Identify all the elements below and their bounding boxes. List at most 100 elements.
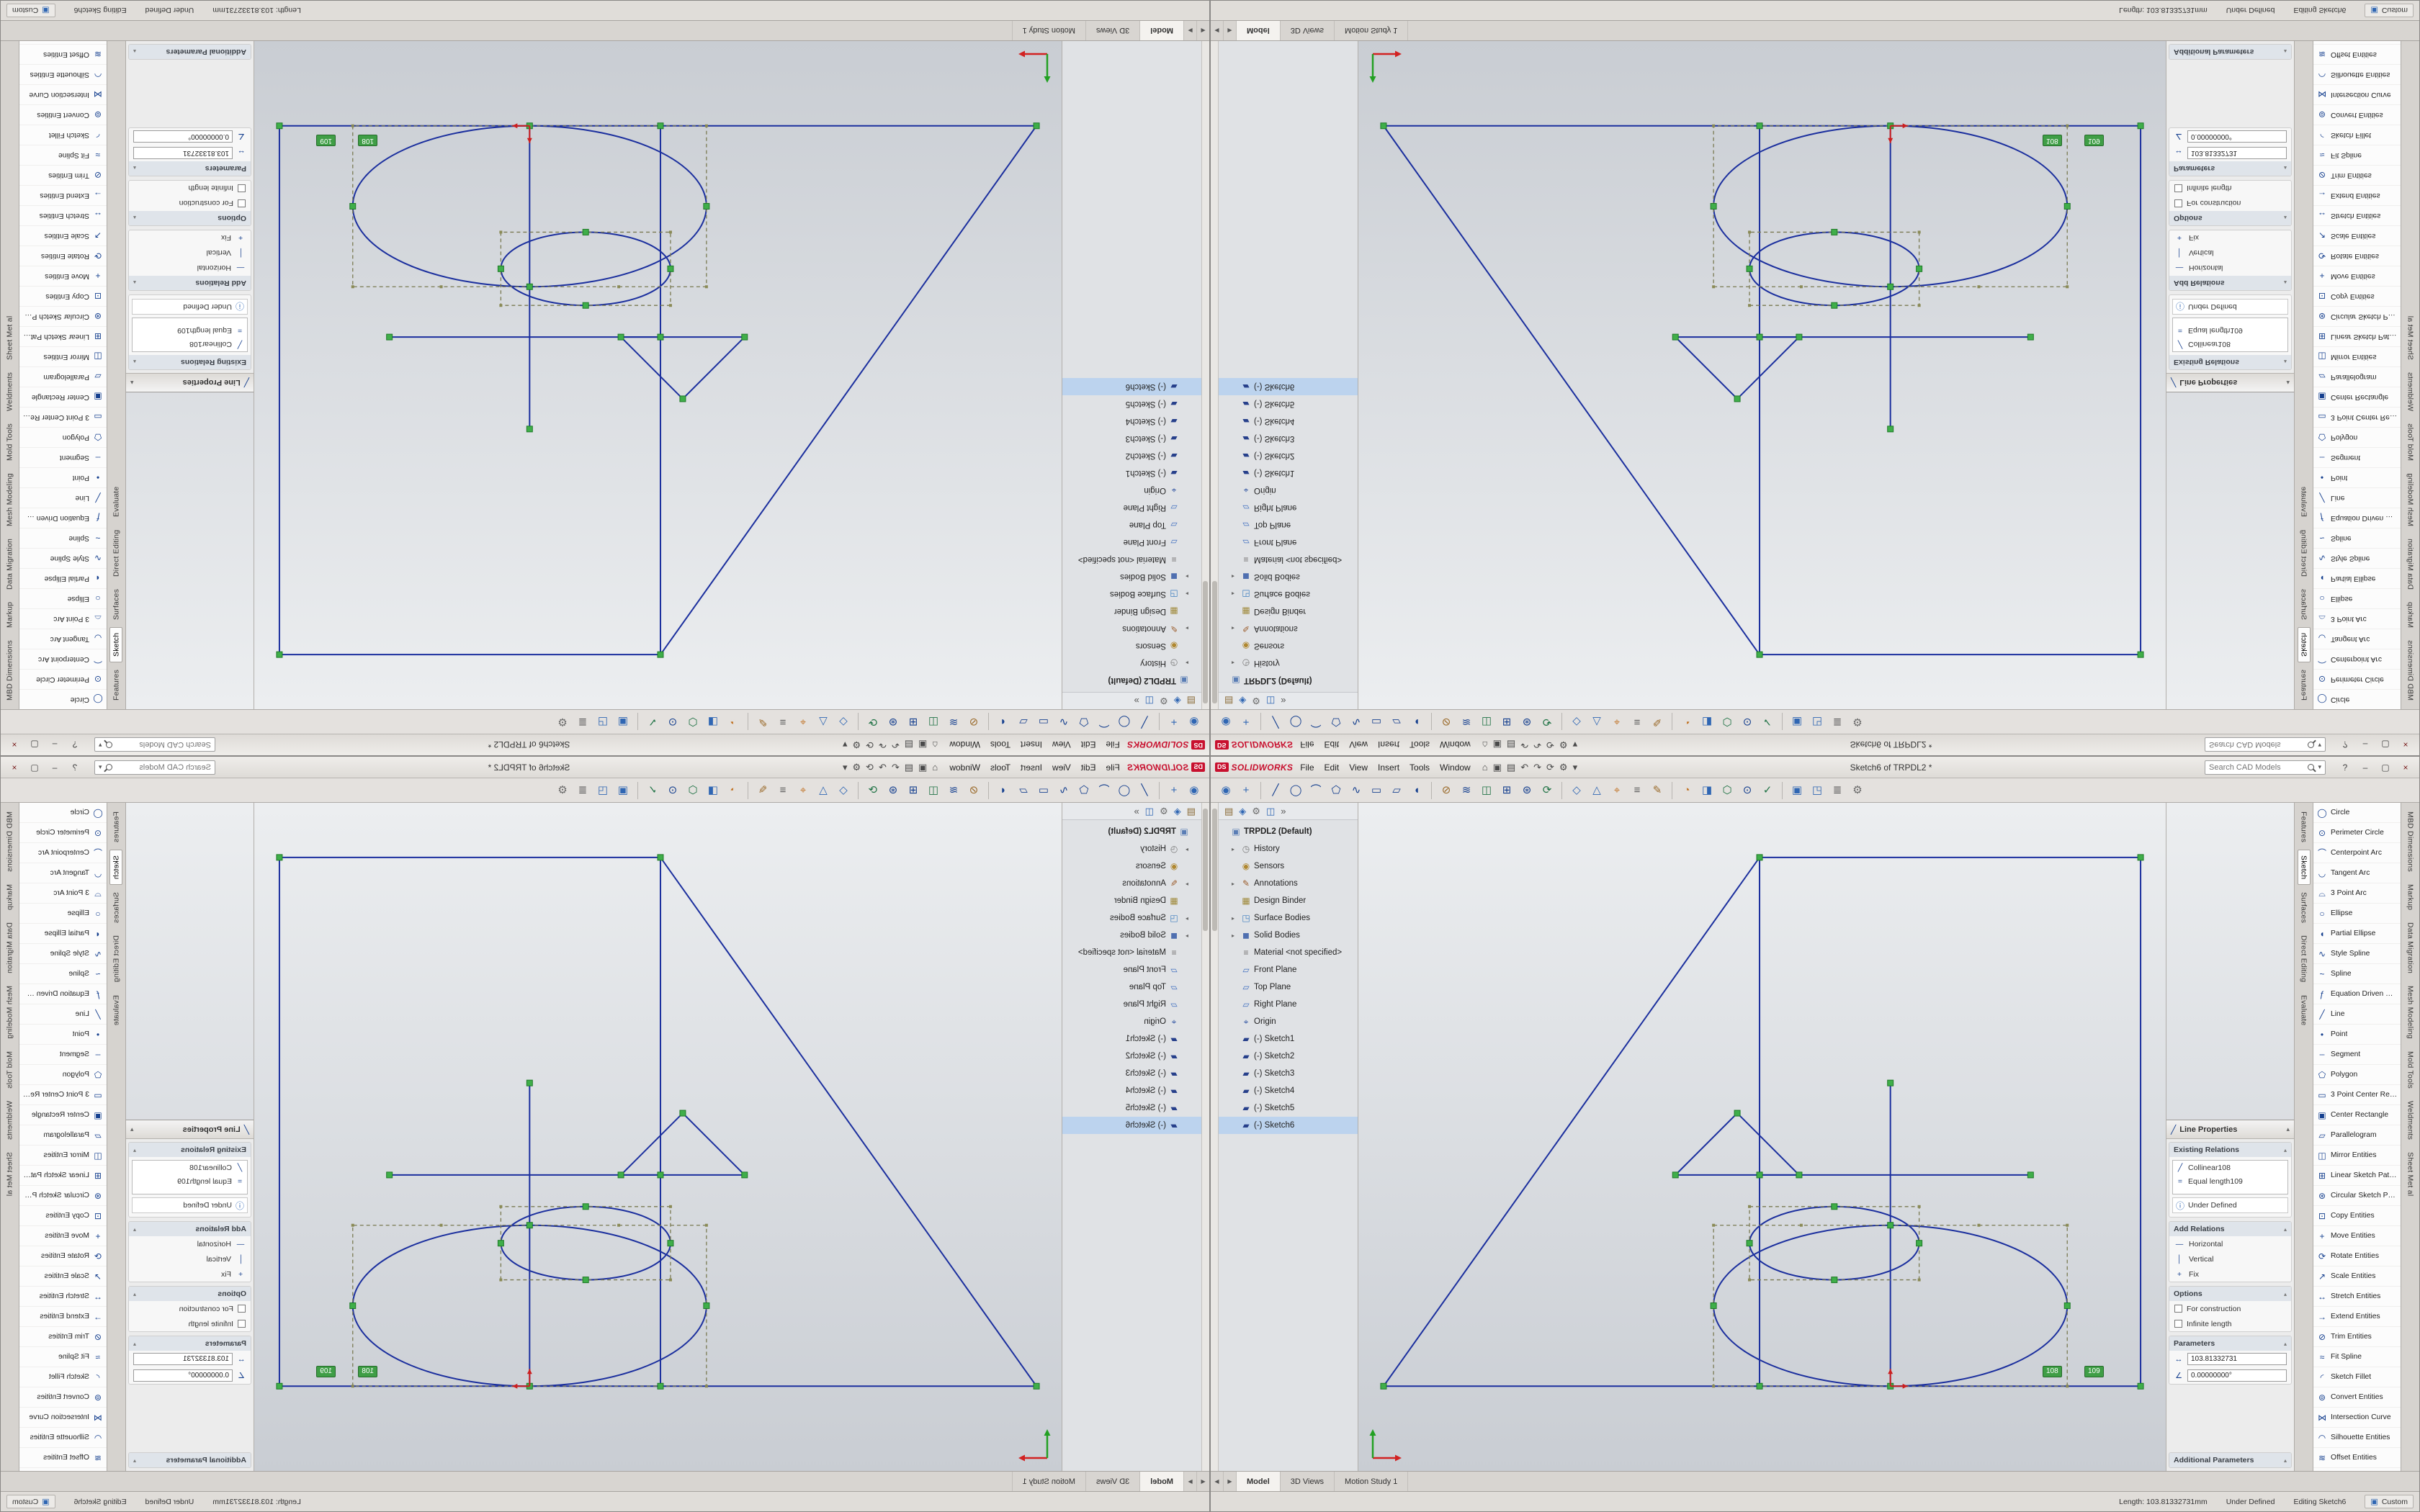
search-box[interactable]: ▾ bbox=[94, 738, 215, 752]
tree-item[interactable]: ▰ (-) Sketch4 bbox=[1062, 413, 1201, 430]
sketch-tool-item[interactable]: ⋈ Intersection Curve bbox=[19, 84, 107, 104]
expand-arrow-icon[interactable]: ▸ bbox=[1232, 660, 1238, 667]
commandmanager-tab[interactable]: Sketch bbox=[2298, 627, 2311, 662]
quick-access-icon[interactable]: ⌂ bbox=[932, 740, 938, 750]
toolbar-icon[interactable] bbox=[1159, 714, 1160, 731]
sketch-tool-item[interactable]: ○ Ellipse bbox=[19, 588, 107, 608]
tree-item[interactable]: ▰ (-) Sketch2 bbox=[1062, 447, 1201, 464]
feature-manager-tab-icon[interactable]: » bbox=[1134, 696, 1139, 706]
tree-item[interactable]: ≡ Material <not specified> bbox=[1062, 944, 1201, 961]
quick-access-icon[interactable]: ↷ bbox=[879, 740, 887, 750]
sketch-tool-item[interactable]: ⟳ Rotate Entities bbox=[2313, 1246, 2401, 1266]
minimize-button[interactable]: – bbox=[2356, 760, 2375, 775]
feature-manager-tab-icon[interactable]: ◫ bbox=[1266, 696, 1275, 706]
tree-item[interactable]: ◉ Sensors bbox=[1062, 637, 1201, 654]
quick-access-icon[interactable]: ▤ bbox=[905, 762, 913, 772]
help-button[interactable]: ? bbox=[2336, 760, 2354, 775]
toolbar-icon[interactable]: ⬠ bbox=[1075, 713, 1093, 732]
tab-scroll-right-icon[interactable]: ▶ bbox=[1224, 1472, 1237, 1491]
option-row[interactable]: For construction bbox=[129, 1301, 251, 1316]
toolbar-icon[interactable]: ✎ bbox=[1648, 781, 1667, 800]
relation-item[interactable]: = Equal length109 bbox=[2173, 324, 2287, 338]
tree-item[interactable]: ▱ Right Plane bbox=[1219, 499, 1358, 516]
document-tab[interactable]: Motion Study 1 bbox=[1012, 21, 1085, 40]
toolbar-icon[interactable]: ≋ bbox=[944, 781, 963, 800]
edge-tab[interactable]: Mesh Modeling bbox=[4, 468, 16, 531]
sketch-tool-item[interactable]: ⟳ Rotate Entities bbox=[19, 1246, 107, 1266]
toolbar-icon[interactable]: ⊞ bbox=[1497, 713, 1516, 732]
scrollbar-thumb[interactable] bbox=[1212, 809, 1217, 931]
toolbar-icon[interactable]: ⌖ bbox=[1608, 781, 1626, 800]
tree-item[interactable]: ◉ Sensors bbox=[1062, 858, 1201, 875]
tree-item[interactable]: ▰ (-) Sketch2 bbox=[1062, 1048, 1201, 1065]
tree-item[interactable]: ▰ (-) Sketch3 bbox=[1219, 1065, 1358, 1082]
tree-item[interactable]: ▸ ◼ Solid Bodies bbox=[1219, 568, 1358, 585]
sketch-tool-item[interactable]: → Extend Entities bbox=[2313, 185, 2401, 205]
sketch-tool-item[interactable]: ↔ Stretch Entities bbox=[2313, 1287, 2401, 1307]
add-relation-button[interactable]: │ Vertical bbox=[129, 246, 251, 261]
toolbar-icon[interactable] bbox=[1260, 714, 1261, 731]
sketch-tool-item[interactable]: ⊛ Circular Sketch Pattern bbox=[19, 1186, 107, 1206]
menu-item[interactable]: Tools bbox=[1410, 762, 1430, 773]
sketch-tool-item[interactable]: • Point bbox=[19, 467, 107, 487]
sketch-tool-item[interactable]: ⋈ Intersection Curve bbox=[2313, 84, 2401, 104]
edge-tab[interactable]: MBD Dimensions bbox=[2405, 806, 2416, 877]
toolbar-icon[interactable]: ◫ bbox=[924, 713, 943, 732]
edge-tab[interactable]: Mesh Modeling bbox=[2405, 468, 2416, 531]
toolbar-icon[interactable]: ⌖ bbox=[794, 713, 812, 732]
toolbar-icon[interactable]: ◫ bbox=[924, 781, 943, 800]
toolbar-icon[interactable]: ⬠ bbox=[1075, 781, 1093, 800]
sketch-tool-item[interactable]: ⟳ Rotate Entities bbox=[19, 246, 107, 266]
toolbar-icon[interactable]: + bbox=[1165, 713, 1183, 732]
edge-tab[interactable]: Mesh Modeling bbox=[2405, 981, 2416, 1044]
quick-access-icon[interactable]: ↶ bbox=[1520, 740, 1528, 750]
section-header[interactable]: Parameters ▴ bbox=[129, 161, 251, 176]
edge-tab[interactable]: Weldments bbox=[4, 1096, 16, 1145]
tree-item[interactable]: ▸ ◷ History bbox=[1062, 840, 1201, 858]
toolbar-icon[interactable]: ⊛ bbox=[1518, 713, 1536, 732]
quick-access-icon[interactable]: ▤ bbox=[905, 740, 913, 750]
sketch-tool-item[interactable]: ≈ Fit Spline bbox=[19, 145, 107, 165]
tree-item[interactable]: ▰ (-) Sketch3 bbox=[1219, 430, 1358, 447]
edge-tab[interactable]: Mold Tools bbox=[4, 1046, 16, 1094]
tree-item[interactable]: ▸ ◷ History bbox=[1062, 654, 1201, 672]
sketch-tool-item[interactable]: ◜ Sketch Fillet bbox=[19, 125, 107, 145]
sketch-tool-item[interactable]: ⊞ Linear Sketch Pattern bbox=[19, 1166, 107, 1186]
quick-access-icon[interactable]: ▣ bbox=[1493, 740, 1502, 750]
toolbar-icon[interactable]: ⊞ bbox=[1497, 781, 1516, 800]
menu-item[interactable]: Insert bbox=[1378, 762, 1399, 773]
toolbar-icon[interactable]: ⌒ bbox=[1095, 713, 1113, 732]
quick-access-icon[interactable]: ⚙ bbox=[852, 740, 861, 750]
tree-item[interactable]: ▰ (-) Sketch6 bbox=[1062, 378, 1201, 395]
quick-access-icon[interactable]: ⌂ bbox=[932, 762, 938, 772]
sketch-tool-item[interactable]: ⬠ Polygon bbox=[2313, 427, 2401, 447]
add-relation-button[interactable]: │ Vertical bbox=[129, 1251, 251, 1266]
sketch-tool-item[interactable]: ⌒ Centerpoint Arc bbox=[2313, 843, 2401, 863]
toolbar-icon[interactable]: ◨ bbox=[1698, 781, 1716, 800]
toolbar-icon[interactable]: ⟳ bbox=[1538, 781, 1556, 800]
sketch-tool-item[interactable]: ⬠ Polygon bbox=[19, 427, 107, 447]
sketch-tool-item[interactable]: ◯ Circle bbox=[19, 689, 107, 709]
toolbar-icon[interactable]: △ bbox=[1587, 781, 1606, 800]
section-header[interactable]: Add Relations ▴ bbox=[129, 1222, 251, 1236]
edge-tab[interactable]: Markup bbox=[4, 879, 16, 915]
option-row[interactable]: For construction bbox=[2169, 1301, 2291, 1316]
minimize-button[interactable]: – bbox=[45, 738, 64, 752]
quick-access-icon[interactable]: ▾ bbox=[1573, 762, 1578, 772]
tree-item[interactable]: ▦ Design Binder bbox=[1219, 603, 1358, 620]
scrollbar-thumb[interactable] bbox=[1203, 581, 1208, 703]
feature-manager-tab-icon[interactable]: ◈ bbox=[1174, 806, 1181, 816]
edge-tab[interactable]: MBD Dimensions bbox=[4, 806, 16, 877]
toolbar-icon[interactable]: ⌒ bbox=[1307, 781, 1325, 800]
edge-tab[interactable]: Sheet Met al bbox=[4, 1147, 16, 1201]
sketch-tool-item[interactable]: ~ Spline bbox=[19, 528, 107, 548]
expand-arrow-icon[interactable]: ▸ bbox=[1182, 932, 1188, 939]
edge-tab[interactable]: Weldments bbox=[2405, 367, 2416, 416]
relation-tag[interactable]: 108 bbox=[358, 135, 377, 146]
relation-tag[interactable]: 108 bbox=[2043, 1366, 2062, 1377]
tree-item[interactable]: ▰ (-) Sketch1 bbox=[1062, 1030, 1201, 1048]
sketch-tool-item[interactable]: ◜ Sketch Fillet bbox=[2313, 125, 2401, 145]
sketch-tool-item[interactable]: ⊚ Convert Entities bbox=[19, 1387, 107, 1408]
toolbar-icon[interactable]: ▱ bbox=[1387, 713, 1406, 732]
sketch-tool-item[interactable]: ↗ Scale Entities bbox=[19, 1266, 107, 1287]
